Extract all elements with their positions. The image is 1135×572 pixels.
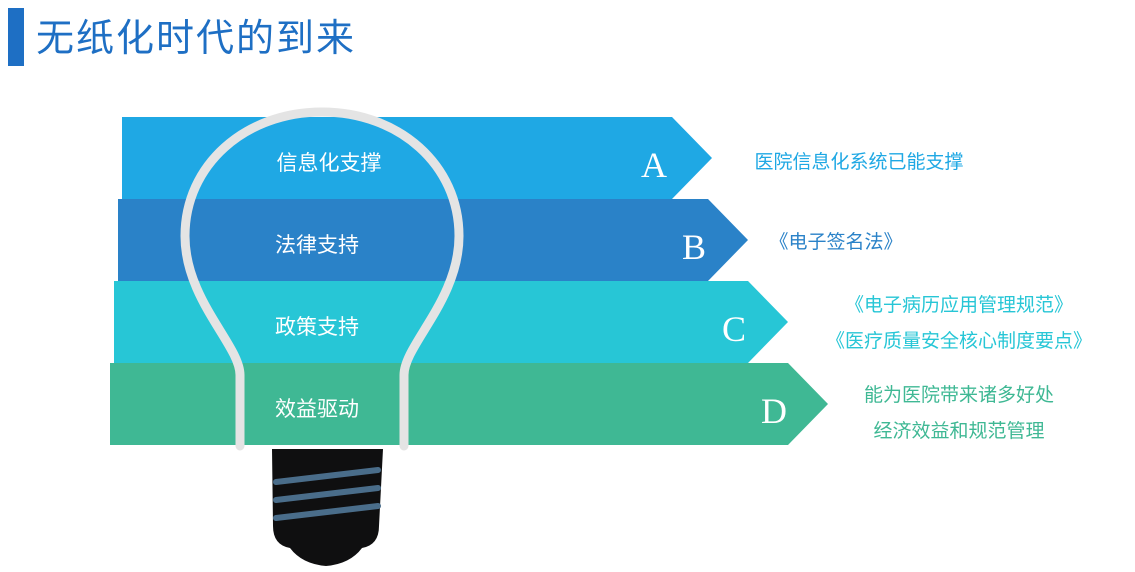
band-a-arrow xyxy=(122,117,712,199)
band-b-description: 《电子签名法》 xyxy=(769,224,902,260)
band-a-description: 医院信息化系统已能支撑 xyxy=(754,144,963,180)
band-b-label: 法律支持 xyxy=(275,233,359,257)
page-title: 无纸化时代的到来 xyxy=(36,16,357,60)
band-d-arrow xyxy=(110,363,828,445)
band-a-label: 信息化支撑 xyxy=(276,151,382,175)
band-b-arrow xyxy=(118,199,748,281)
band-c-description-line-2: 《医疗质量安全核心制度要点》 xyxy=(825,330,1093,352)
band-c-label: 政策支持 xyxy=(275,315,359,339)
band-c-description-line-1: 《电子病历应用管理规范》 xyxy=(844,294,1074,316)
band-a-description-line-1: 医院信息化系统已能支撑 xyxy=(754,151,964,173)
band-b-description-line-1: 《电子签名法》 xyxy=(769,231,903,253)
band-a-letter: A xyxy=(641,145,667,185)
band-c-letter: C xyxy=(721,309,747,349)
band-b-letter: B xyxy=(681,227,707,267)
band-d-label: 效益驱动 xyxy=(275,397,359,421)
lightbulb-outline xyxy=(180,107,464,451)
band-d-description: 能为医院带来诸多好处 经济效益和规范管理 xyxy=(864,377,1054,449)
band-d-description-line-1: 能为医院带来诸多好处 xyxy=(863,384,1055,406)
lightbulb-threads xyxy=(273,467,381,521)
band-d-description-line-2: 经济效益和规范管理 xyxy=(873,420,1045,442)
title-accent-bar xyxy=(8,8,24,66)
band-d-letter: D xyxy=(761,391,787,431)
band-c-arrow xyxy=(114,281,788,363)
band-c-description: 《电子病历应用管理规范》 《医疗质量安全核心制度要点》 xyxy=(826,287,1092,359)
